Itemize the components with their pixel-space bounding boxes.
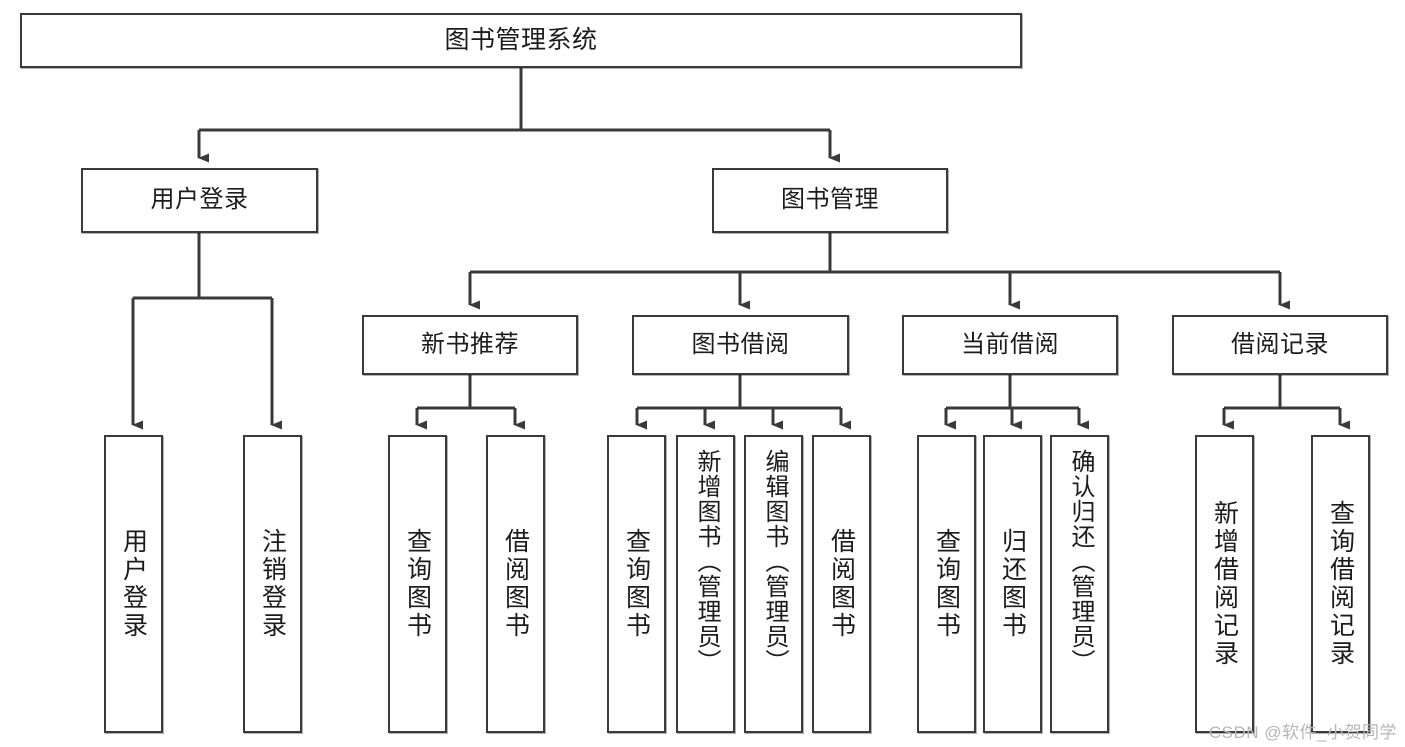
- node-label: 查询借阅记录: [1326, 500, 1355, 668]
- node-root-book-management-system[interactable]: 图书管理系统: [20, 13, 1022, 68]
- node-label: 新增借阅记录: [1210, 500, 1239, 668]
- node-leaf-query-book-borrow[interactable]: 查询图书: [607, 435, 666, 733]
- node-leaf-return-book[interactable]: 归还图书: [983, 435, 1042, 733]
- node-label: 查询图书: [403, 528, 432, 640]
- node-book-management[interactable]: 图书管理: [712, 168, 948, 233]
- node-label: 借阅图书: [827, 528, 856, 640]
- node-book-borrowing[interactable]: 图书借阅: [632, 315, 849, 375]
- node-label: 注销登录: [258, 528, 287, 640]
- node-label: 借阅记录: [1231, 330, 1329, 358]
- watermark: CSDN @软件_小贺同学: [1208, 723, 1397, 742]
- node-label: 查询图书: [932, 528, 961, 640]
- node-user-login[interactable]: 用户登录: [81, 168, 318, 233]
- node-label: 图书管理: [781, 186, 879, 214]
- node-leaf-add-borrow-record[interactable]: 新增借阅记录: [1195, 435, 1254, 733]
- node-new-book-recommendation[interactable]: 新书推荐: [362, 315, 578, 375]
- node-leaf-borrow-book-recommend[interactable]: 借阅图书: [486, 435, 545, 733]
- node-label: 借阅图书: [501, 528, 530, 640]
- node-leaf-query-borrow-record[interactable]: 查询借阅记录: [1311, 435, 1370, 733]
- node-leaf-confirm-return-admin[interactable]: 确认归还（管理员）: [1050, 435, 1109, 733]
- node-leaf-logout[interactable]: 注销登录: [243, 435, 302, 733]
- node-leaf-edit-book-admin[interactable]: 编辑图书（管理员）: [744, 435, 803, 733]
- node-label: 编辑图书（管理员）: [760, 449, 788, 674]
- node-label: 用户登录: [119, 528, 148, 640]
- node-label: 图书借阅: [691, 330, 790, 358]
- node-current-borrowing[interactable]: 当前借阅: [902, 315, 1118, 375]
- node-leaf-query-book-recommend[interactable]: 查询图书: [388, 435, 447, 733]
- node-leaf-borrow-book[interactable]: 借阅图书: [812, 435, 871, 733]
- node-label: 图书管理系统: [444, 25, 598, 54]
- node-label: 新书推荐: [421, 330, 519, 358]
- node-leaf-query-book-current[interactable]: 查询图书: [917, 435, 976, 733]
- node-borrowing-record[interactable]: 借阅记录: [1172, 315, 1388, 375]
- node-label: 归还图书: [998, 528, 1027, 640]
- node-label: 当前借阅: [961, 330, 1059, 358]
- node-label: 确认归还（管理员）: [1066, 449, 1094, 674]
- node-leaf-user-login[interactable]: 用户登录: [104, 435, 163, 733]
- node-leaf-add-book-admin[interactable]: 新增图书（管理员）: [676, 435, 735, 733]
- node-label: 用户登录: [150, 186, 249, 214]
- node-label: 新增图书（管理员）: [692, 449, 720, 674]
- node-label: 查询图书: [622, 528, 651, 640]
